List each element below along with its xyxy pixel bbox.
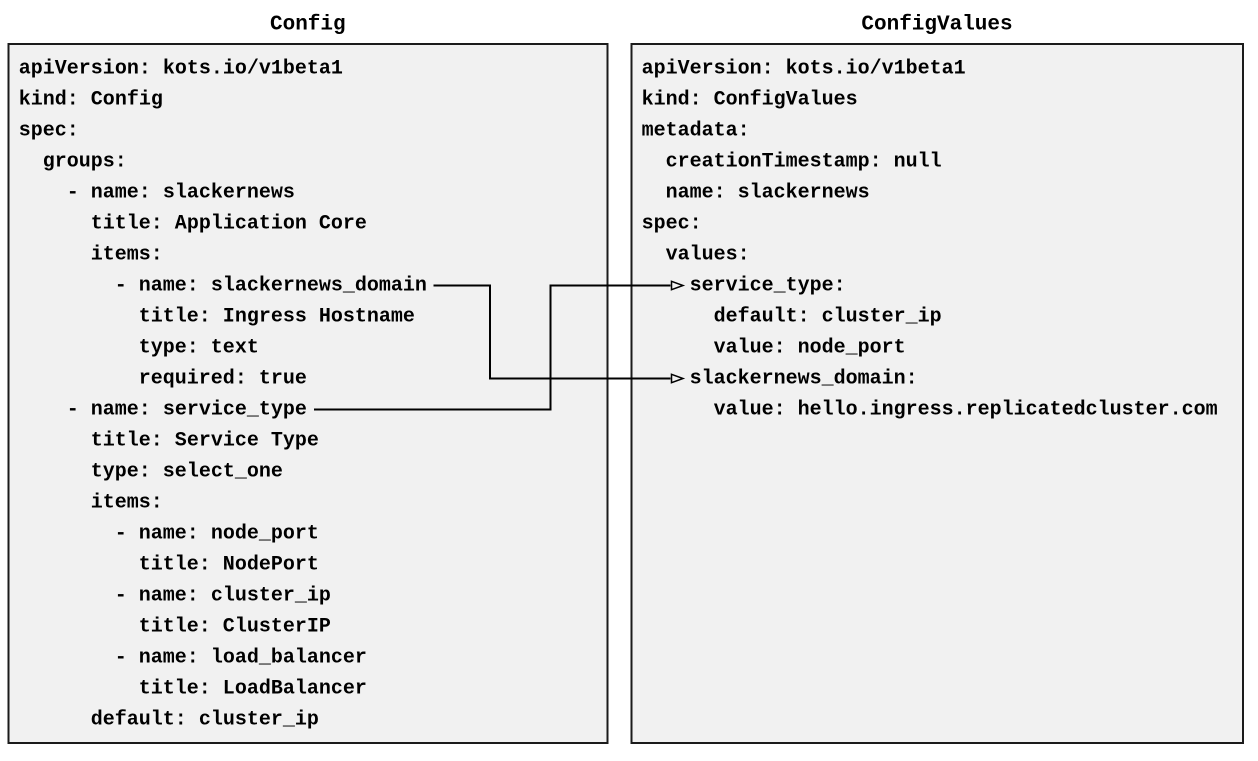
svg-text:- name: slackernews_domain: - name: slackernews_domain: [115, 274, 427, 297]
svg-text:kind: ConfigValues: kind: ConfigValues: [642, 88, 858, 111]
svg-text:- name: cluster_ip: - name: cluster_ip: [115, 584, 331, 607]
svg-text:default: cluster_ip: default: cluster_ip: [91, 708, 319, 731]
svg-text:title: Ingress Hostname: title: Ingress Hostname: [139, 305, 415, 328]
svg-text:items:: items:: [91, 243, 163, 266]
svg-text:- name: node_port: - name: node_port: [115, 522, 319, 545]
svg-text:title: Application Core: title: Application Core: [91, 212, 367, 235]
svg-text:creationTimestamp: null: creationTimestamp: null: [666, 150, 942, 173]
svg-text:title: NodePort: title: NodePort: [139, 553, 319, 576]
svg-text:value: hello.ingress.replicate: value: hello.ingress.replicatedcluster.c…: [714, 398, 1218, 421]
svg-text:required: true: required: true: [139, 367, 307, 390]
svg-text:type: text: type: text: [139, 336, 259, 359]
svg-text:items:: items:: [91, 491, 163, 514]
svg-text:groups:: groups:: [43, 150, 127, 173]
svg-text:values:: values:: [666, 243, 750, 266]
svg-text:- name: slackernews: - name: slackernews: [67, 181, 295, 204]
svg-text:Config: Config: [270, 14, 346, 37]
svg-text:value: node_port: value: node_port: [714, 336, 906, 359]
svg-text:title: ClusterIP: title: ClusterIP: [139, 615, 331, 638]
svg-text:apiVersion: kots.io/v1beta1: apiVersion: kots.io/v1beta1: [642, 57, 966, 80]
svg-text:metadata:: metadata:: [642, 119, 750, 142]
svg-text:service_type:: service_type:: [690, 274, 846, 297]
svg-text:name: slackernews: name: slackernews: [666, 181, 870, 204]
svg-text:kind: Config: kind: Config: [19, 88, 163, 111]
svg-text:ConfigValues: ConfigValues: [861, 14, 1012, 37]
svg-text:apiVersion: kots.io/v1beta1: apiVersion: kots.io/v1beta1: [19, 57, 343, 80]
svg-text:default: cluster_ip: default: cluster_ip: [714, 305, 942, 328]
svg-text:- name: service_type: - name: service_type: [67, 398, 307, 421]
svg-text:type: select_one: type: select_one: [91, 460, 283, 483]
svg-text:slackernews_domain:: slackernews_domain:: [690, 367, 918, 390]
svg-text:- name: load_balancer: - name: load_balancer: [115, 646, 367, 669]
svg-text:title: LoadBalancer: title: LoadBalancer: [139, 677, 367, 700]
svg-text:spec:: spec:: [19, 119, 79, 142]
svg-text:title: Service Type: title: Service Type: [91, 429, 319, 452]
svg-text:spec:: spec:: [642, 212, 702, 235]
